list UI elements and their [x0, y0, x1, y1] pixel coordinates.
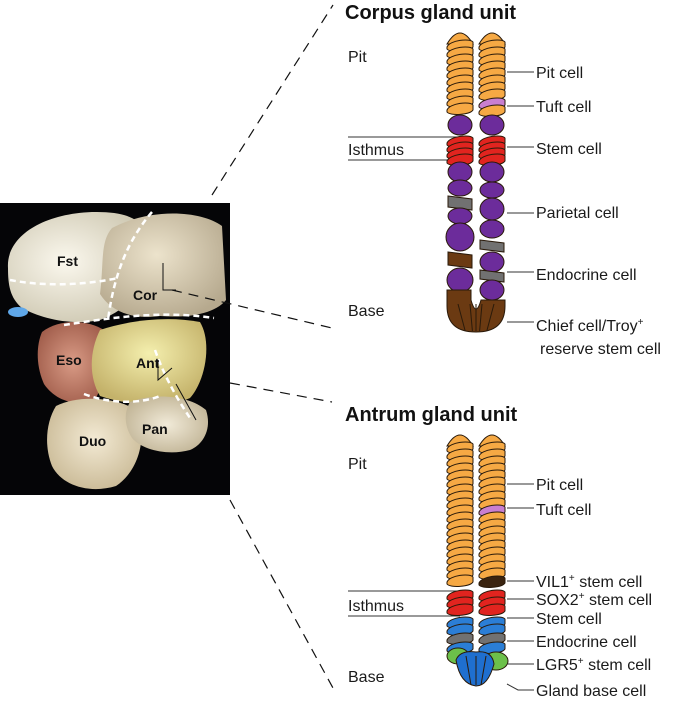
- antrum-label-vil1-stem: VIL1+ stem cell: [536, 573, 642, 591]
- chief-main: Chief cell/Troy: [536, 318, 638, 335]
- duodenum-region: [47, 398, 142, 490]
- parietal-cell: [445, 222, 475, 252]
- vil1-tail: stem cell: [575, 574, 643, 591]
- chief-cell-divider: [457, 303, 466, 332]
- endocrine-cell: [447, 195, 473, 211]
- endocrine-cell: [479, 239, 505, 253]
- parietal-cell: [479, 114, 505, 136]
- antrum-region: [91, 319, 207, 405]
- chief-cell-divider: [486, 303, 495, 332]
- photo-label-eso: Eso: [56, 352, 82, 368]
- corpus-label-tuft-cell: Tuft cell: [536, 99, 591, 116]
- endocrine-cell: [479, 269, 505, 283]
- corpus-label-reserve-stem: reserve stem cell: [540, 341, 661, 358]
- sox2-sup: +: [579, 591, 585, 602]
- antrum-title: Antrum gland unit: [345, 404, 518, 426]
- antrum-label-tuft-cell: Tuft cell: [536, 502, 591, 519]
- parietal-cell: [447, 179, 473, 197]
- parietal-cell: [479, 279, 505, 301]
- chief-cell-divider: [479, 303, 483, 332]
- vil1-main: VIL1: [536, 574, 569, 591]
- corpus-gland-cells: [445, 32, 506, 333]
- gland-base-cell: [455, 651, 495, 687]
- sox2-stem-cell: [446, 603, 474, 616]
- gland-base-divider: [465, 655, 472, 686]
- sox2-stem-cell: [478, 603, 506, 616]
- corpus-label-parietal-cell: Parietal cell: [536, 205, 619, 222]
- pit-cell: [478, 104, 506, 117]
- parietal-cell: [479, 219, 505, 239]
- pancreas-region: [125, 396, 209, 453]
- antrum-label-sox2-stem: SOX2+ stem cell: [536, 591, 652, 609]
- antrum-label-gland-base: Gland base cell: [536, 683, 646, 700]
- corpus-label-chief-cell: Chief cell/Troy+: [536, 317, 644, 335]
- photo-blue-highlight: [8, 307, 28, 317]
- esophagus-region: [37, 322, 108, 403]
- parietal-cell: [447, 114, 473, 136]
- corpus-region-isthmus: Isthmus: [348, 142, 404, 159]
- antrum-label-endocrine-cell: Endocrine cell: [536, 634, 637, 651]
- stomach-photo: Fst Cor Eso Ant Pan Duo: [0, 203, 230, 495]
- photo-label-cor: Cor: [133, 287, 158, 303]
- photo-label-duo: Duo: [79, 433, 106, 449]
- corpus-region-base: Base: [348, 303, 385, 320]
- corpus-title: Corpus gland unit: [345, 2, 516, 24]
- parietal-cell: [447, 161, 473, 183]
- corpus-label-endocrine-cell: Endocrine cell: [536, 267, 637, 284]
- parietal-cell: [479, 251, 505, 273]
- antrum-region-pit: Pit: [348, 456, 367, 473]
- photo-label-ant: Ant: [136, 355, 160, 371]
- chief-cell-divider: [469, 303, 473, 332]
- parietal-cell: [446, 267, 474, 293]
- chief-sup: +: [638, 317, 644, 328]
- parietal-cell: [479, 161, 505, 183]
- lgr5-sup: +: [578, 656, 584, 667]
- antrum-label-lgr5-stem: LGR5+ stem cell: [536, 656, 651, 674]
- corpus-label-pit-cell: Pit cell: [536, 65, 583, 82]
- corpus-leader-lines: [507, 71, 534, 323]
- sox2-main: SOX2: [536, 592, 579, 609]
- sox2-tail: stem cell: [585, 592, 653, 609]
- photo-label-fst: Fst: [57, 253, 78, 269]
- parietal-cell: [479, 197, 505, 221]
- antrum-leader-lines: [506, 483, 534, 691]
- zoom-lines: [171, 4, 334, 689]
- photo-label-pan: Pan: [142, 421, 168, 437]
- parietal-cell: [447, 207, 473, 225]
- vil1-stem-cell: [478, 575, 506, 588]
- antrum-gland-cells: [446, 434, 509, 687]
- corpus-label-stem-cell: Stem cell: [536, 141, 602, 158]
- pit-cell: [446, 102, 474, 115]
- pit-cell: [446, 574, 474, 587]
- gland-base-divider: [480, 655, 487, 686]
- chief-cell: [447, 251, 473, 269]
- parietal-cell: [479, 181, 505, 199]
- antrum-region-isthmus: Isthmus: [348, 598, 404, 615]
- antrum-label-pit-cell: Pit cell: [536, 477, 583, 494]
- corpus-region-pit: Pit: [348, 49, 367, 66]
- photo-region-borders: [9, 211, 215, 419]
- lgr5-tail: stem cell: [584, 657, 652, 674]
- antrum-label-stem-cell: Stem cell: [536, 611, 602, 628]
- lgr5-main: LGR5: [536, 657, 578, 674]
- vil1-sup: +: [569, 573, 575, 584]
- antrum-region-base: Base: [348, 669, 385, 686]
- photo-marker-lines: [157, 263, 197, 421]
